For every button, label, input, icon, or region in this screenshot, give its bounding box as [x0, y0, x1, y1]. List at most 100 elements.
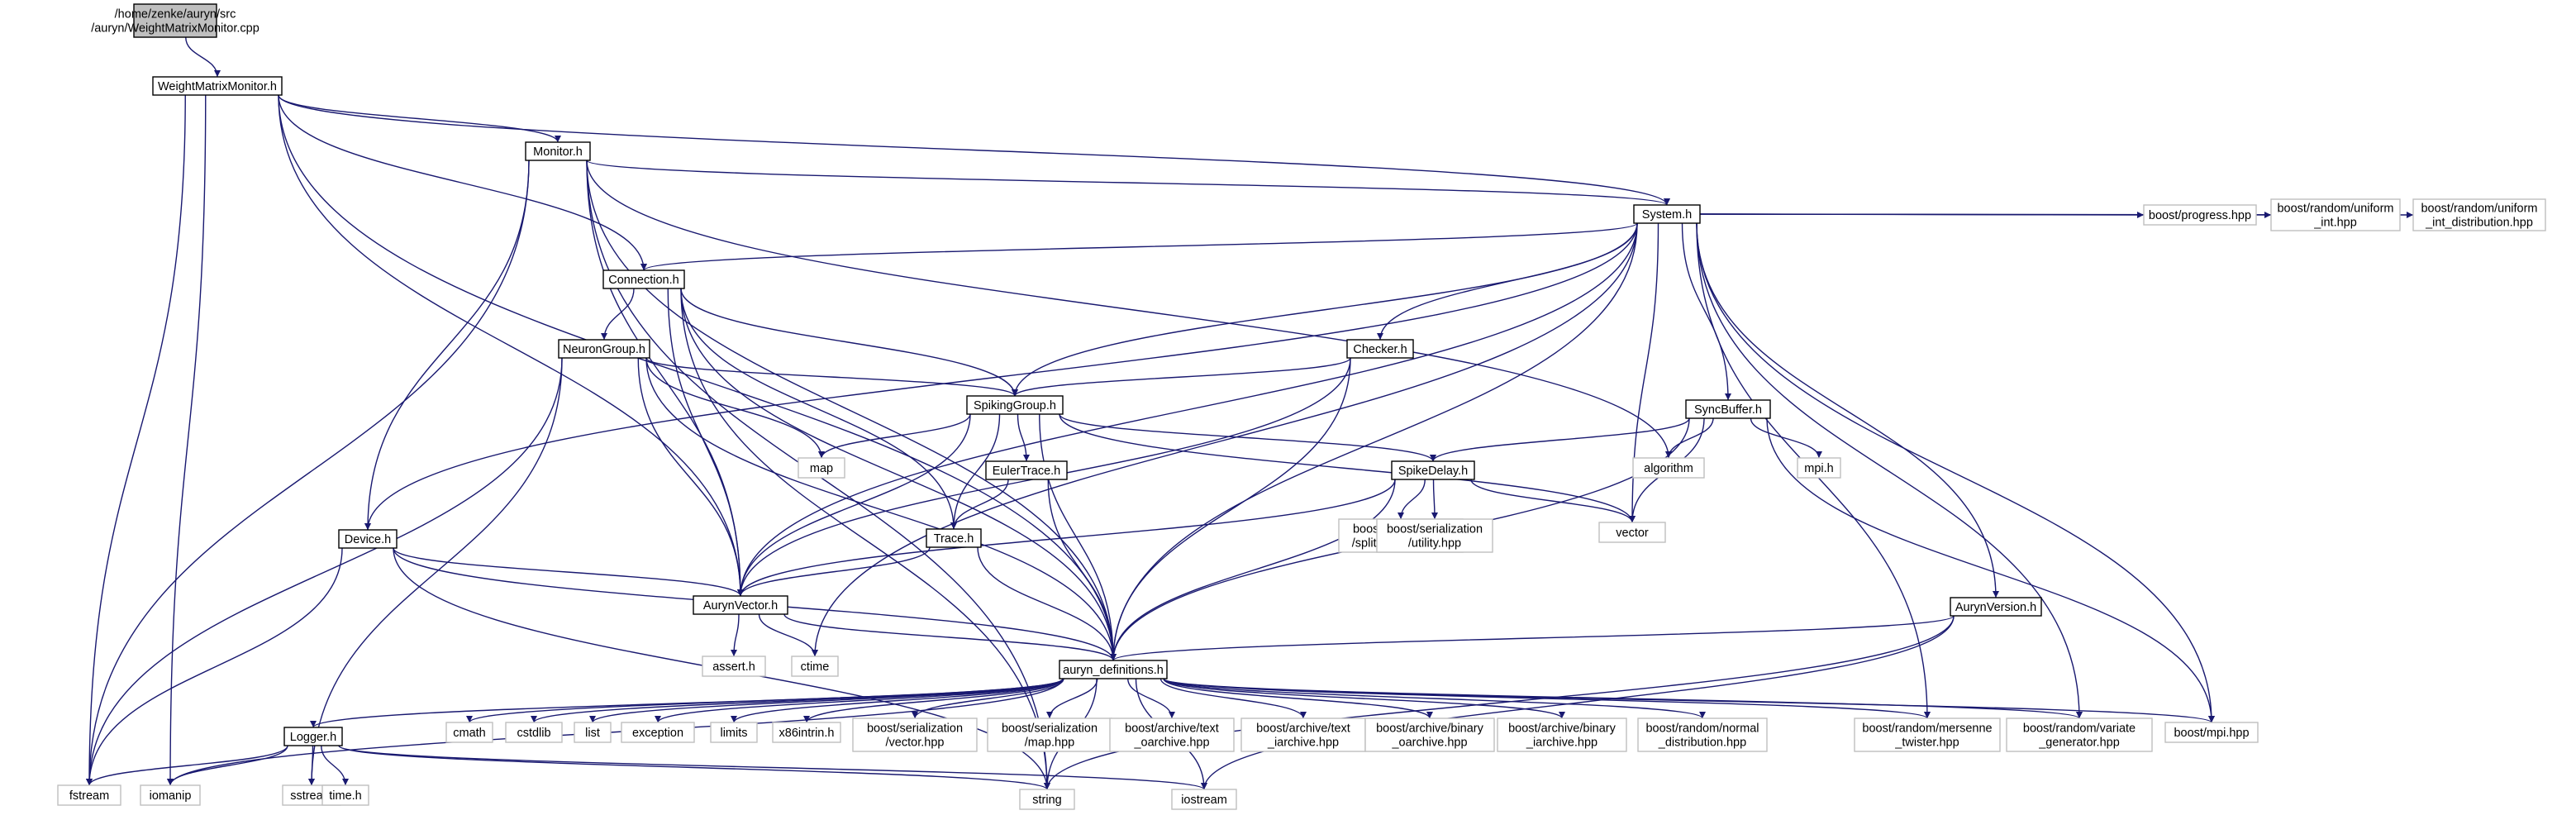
edge-logger-to-iomanip — [167, 745, 288, 786]
edge-defs-to-biniarchive — [1163, 678, 1565, 719]
node-progress: boost/progress.hpp — [2143, 204, 2257, 226]
node-root[interactable]: /home/zenke/auryn/src/auryn/WeightMatrix… — [91, 3, 260, 38]
node-neurongroup[interactable]: NeuronGroup.h — [558, 339, 650, 359]
node-box-aurynvector — [693, 595, 788, 615]
node-iomanip: iomanip — [140, 784, 201, 806]
node-label-system: System.h — [1642, 208, 1692, 222]
edge-connection-to-neurongroup — [601, 288, 635, 341]
edge-eulertrace-to-trace — [950, 479, 1009, 530]
node-label-utility: boost/serialization — [1387, 523, 1483, 536]
node-box-variategen — [2006, 718, 2153, 752]
node-label-spikinggroup: SpikingGroup.h — [974, 399, 1056, 412]
node-box-biniarchive — [1497, 718, 1627, 752]
edge-logger-to-iostream — [338, 745, 1207, 790]
edge-device-to-aurynvector — [393, 547, 744, 597]
edge-neurongroup-to-defs — [645, 357, 1117, 661]
node-connection[interactable]: Connection.h — [602, 269, 685, 289]
node-iostream: iostream — [1171, 789, 1237, 810]
node-box-exception — [621, 722, 695, 743]
node-utility: boost/serialization/utility.hpp — [1376, 518, 1493, 553]
edge-neurongroup-to-aurynvector — [637, 357, 744, 597]
node-label-monitor: Monitor.h — [533, 145, 583, 159]
node-label-iomanip: iomanip — [150, 789, 192, 803]
node-aurynversion[interactable]: AurynVersion.h — [1950, 597, 2042, 617]
node-label-progress: boost/progress.hpp — [2149, 209, 2251, 222]
edge-connection-to-spikinggroup — [680, 288, 1018, 397]
node-box-iomanip — [140, 784, 201, 806]
node-box-mpih — [1797, 457, 1841, 479]
node-sermap: boost/serialization/map.hpp — [987, 718, 1112, 752]
node-eulertrace[interactable]: EulerTrace.h — [985, 460, 1068, 480]
node-box-fstream — [57, 784, 121, 806]
edge-wmm-to-monitor — [278, 94, 561, 143]
edge-aurynvector-to-defs — [783, 613, 1117, 661]
node-box-map — [798, 457, 845, 479]
node-spikinggroup[interactable]: SpikingGroup.h — [966, 395, 1064, 415]
node-label-textoarchive: _oarchive.hpp — [1133, 737, 1209, 750]
node-box-normaldist — [1637, 718, 1768, 752]
node-label-neurongroup: NeuronGroup.h — [563, 343, 645, 356]
node-label-limits: limits — [720, 727, 747, 740]
node-monitor[interactable]: Monitor.h — [525, 141, 591, 161]
edge-wmm-to-aurynvector — [278, 94, 744, 597]
node-box-servector — [852, 718, 978, 752]
node-synbuffer[interactable]: SyncBuffer.h — [1685, 399, 1771, 419]
node-logger[interactable]: Logger.h — [283, 727, 343, 746]
edge-logger-to-sstream — [308, 745, 316, 786]
edge-synbuffer-to-algorithm — [1665, 417, 1714, 459]
node-textoarchive: boost/archive/text_oarchive.hpp — [1109, 718, 1235, 752]
node-label-root: /auryn/WeightMatrixMonitor.cpp — [91, 22, 260, 36]
node-variategen: boost/random/variate_generator.hpp — [2006, 718, 2153, 752]
node-boostmpi: boost/mpi.hpp — [2164, 722, 2259, 743]
edge-neurongroup-to-sstream — [308, 357, 563, 786]
node-system[interactable]: System.h — [1633, 204, 1701, 224]
node-label-normaldist: _distribution.hpp — [1658, 737, 1746, 750]
node-label-cmath: cmath — [453, 727, 486, 740]
edge-logger-to-string — [338, 745, 1050, 790]
edge-aurynversion-to-defs — [1110, 615, 1955, 661]
edge-spikinggroup-to-spikedelay — [1059, 413, 1436, 462]
edge-neurongroup-to-map — [645, 357, 825, 459]
edge-defs-to-servector — [912, 678, 1064, 719]
node-mpih: mpi.h — [1797, 457, 1841, 479]
node-box-uniformint — [2270, 198, 2401, 231]
edge-connection-to-aurynvector — [667, 288, 744, 597]
edge-neurongroup-to-spikinggroup — [645, 357, 1018, 397]
node-label-mpih: mpi.h — [1804, 462, 1833, 475]
edge-spikinggroup-to-eulertrace — [1017, 413, 1030, 462]
node-box-wmm — [152, 76, 283, 96]
node-box-checker — [1346, 339, 1414, 359]
node-label-device: Device.h — [345, 533, 391, 546]
node-box-monitor — [525, 141, 591, 161]
node-ctime: ctime — [791, 656, 839, 677]
edge-defs-to-textiarchive — [1159, 678, 1307, 719]
node-label-servector: /vector.hpp — [886, 737, 945, 750]
node-label-algorithm: algorithm — [1644, 462, 1693, 475]
node-label-cstdlib: cstdlib — [517, 727, 550, 740]
node-box-mersenne — [1854, 718, 2001, 752]
node-list: list — [574, 722, 612, 743]
node-binoarchive: boost/archive/binary_oarchive.hpp — [1364, 718, 1495, 752]
node-wmm[interactable]: WeightMatrixMonitor.h — [152, 76, 283, 96]
node-box-timeh — [321, 784, 369, 806]
node-box-connection — [602, 269, 685, 289]
node-textiarchive: boost/archive/text_iarchive.hpp — [1240, 718, 1366, 752]
node-vector: vector — [1598, 522, 1666, 543]
edge-spikedelay-to-utility — [1431, 479, 1438, 520]
node-box-root — [133, 3, 217, 38]
edge-trace-to-defs — [977, 546, 1117, 661]
node-aurynvector[interactable]: AurynVector.h — [693, 595, 788, 615]
edge-defs-to-iomanip — [167, 678, 1064, 786]
node-checker[interactable]: Checker.h — [1346, 339, 1414, 359]
node-label-x86intrin: x86intrin.h — [779, 727, 835, 740]
node-box-vector — [1598, 522, 1666, 543]
edges-layer — [86, 36, 2414, 790]
edge-logger-to-timeh — [321, 745, 349, 786]
node-device[interactable]: Device.h — [338, 529, 398, 549]
edge-defs-to-normaldist — [1163, 678, 1706, 719]
node-spikedelay[interactable]: SpikeDelay.h — [1391, 460, 1475, 480]
node-defs[interactable]: auryn_definitions.h — [1059, 660, 1168, 679]
node-label-sermap: boost/serialization — [1002, 722, 1098, 736]
node-trace[interactable]: Trace.h — [926, 528, 982, 548]
node-label-normaldist: boost/random/normal — [1645, 722, 1759, 736]
